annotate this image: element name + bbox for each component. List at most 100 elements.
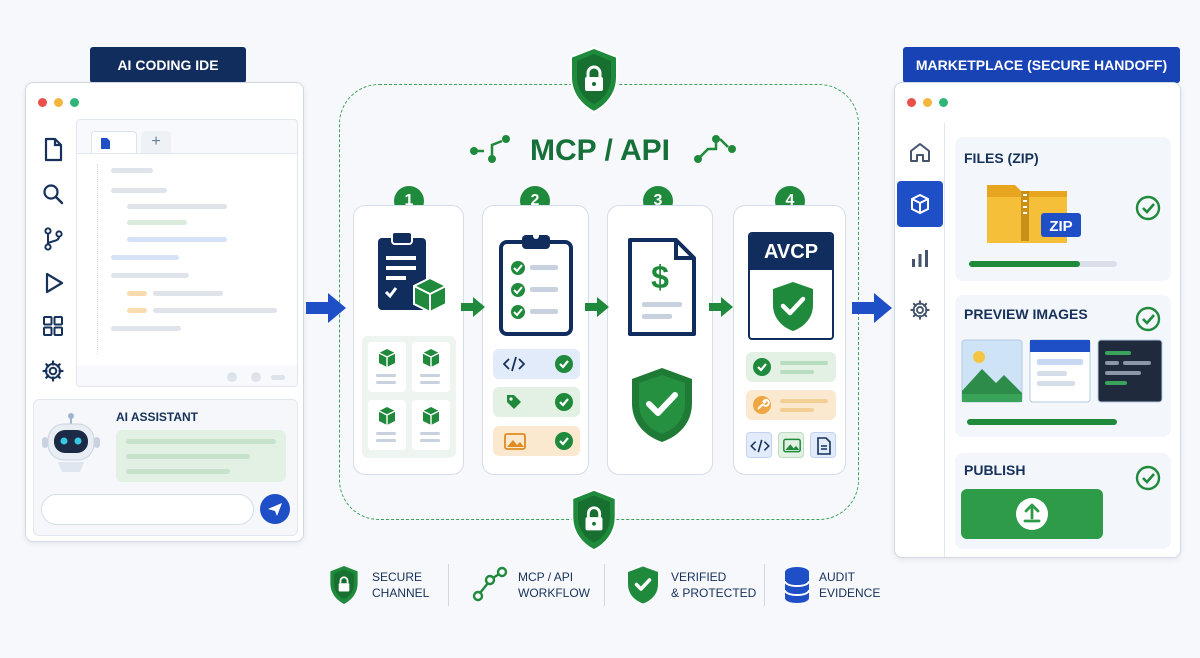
files-title: FILES (ZIP) [964, 150, 1039, 166]
settings-gear-icon[interactable] [41, 359, 65, 383]
ai-assistant-panel: AI ASSISTANT [33, 399, 298, 536]
tile-line [376, 432, 396, 435]
bottom-shield-lock-icon [571, 488, 617, 552]
window-close-dot[interactable] [907, 98, 916, 107]
document-attachment [810, 432, 836, 458]
legend-label-workflow: MCP / API WORKFLOW [518, 570, 590, 600]
extensions-icon[interactable] [41, 314, 65, 338]
upload-icon [1016, 498, 1048, 530]
check-circle-icon [555, 432, 573, 450]
window-minimize-dot[interactable] [54, 98, 63, 107]
search-icon[interactable] [41, 182, 65, 206]
avcp-document: AVCP [748, 232, 834, 340]
shield-check-icon [628, 566, 658, 604]
svg-text:$: $ [651, 259, 669, 295]
row-line [780, 399, 828, 403]
publish-title: PUBLISH [964, 462, 1026, 478]
arrow-flow-to-marketplace [852, 293, 892, 323]
arrow-step-2-3 [585, 297, 609, 317]
file-tab-icon [101, 138, 110, 149]
settings-gear-icon[interactable] [909, 299, 931, 321]
marketplace-sidebar [895, 123, 945, 557]
code-line [127, 220, 187, 225]
send-button[interactable] [260, 494, 290, 524]
preview-check-icon [1135, 306, 1161, 332]
code-line [111, 188, 167, 193]
publish-section: PUBLISH [955, 453, 1171, 549]
package-icon [422, 349, 440, 367]
layout-thumbnail[interactable] [1029, 339, 1091, 403]
tile-line [376, 381, 396, 384]
tag-check-row [493, 387, 580, 417]
assistant-title: AI ASSISTANT [116, 410, 199, 424]
message-line [126, 439, 276, 444]
package-icon [378, 407, 396, 425]
arrow-ide-to-flow [306, 293, 346, 323]
legend-label-audit: AUDIT EVIDENCE [819, 570, 881, 600]
code-line [111, 168, 153, 173]
attachment-icons-row [746, 430, 836, 462]
file-icon[interactable] [41, 137, 65, 163]
files-section: FILES (ZIP) ZIP [955, 137, 1171, 281]
check-circle-icon [555, 393, 573, 411]
window-maximize-dot[interactable] [939, 98, 948, 107]
arrow-step-1-2 [461, 297, 485, 317]
home-icon[interactable] [909, 141, 931, 163]
tile-line [420, 439, 440, 442]
step-card-package [353, 205, 464, 475]
editor-tab-add[interactable]: + [141, 131, 171, 153]
publish-button[interactable] [961, 489, 1103, 539]
zip-folder-icon: ZIP [987, 185, 1081, 243]
legend-label-secure-channel: SECURE CHANNEL [372, 570, 430, 600]
status-dot [227, 372, 237, 382]
shield-lock-icon [570, 46, 618, 114]
publish-check-icon [1135, 465, 1161, 491]
check-circle-icon [555, 355, 573, 373]
ide-title: AI CODING IDE [117, 57, 219, 73]
workflow-left-icon [470, 135, 510, 163]
code-line [127, 291, 147, 296]
add-tab-label: + [151, 133, 161, 150]
package-grid [362, 336, 456, 458]
preview-progress-bar [967, 419, 1117, 425]
code-line [153, 291, 223, 296]
marketplace-title-tag: MARKETPLACE (SECURE HANDOFF) [903, 47, 1180, 83]
run-icon[interactable] [43, 271, 65, 295]
shield-check-icon [632, 368, 692, 442]
image-check-row [493, 426, 580, 456]
code-line [127, 237, 227, 242]
assistant-input[interactable] [41, 494, 254, 525]
row-line [780, 361, 828, 365]
editor-tab-active[interactable] [91, 131, 137, 153]
code-panel[interactable] [77, 153, 297, 365]
ide-window: + AI ASSISTANT [25, 82, 304, 542]
legend-divider [764, 564, 765, 606]
invoice-dollar-icon: $ [628, 238, 696, 336]
image-attachment [778, 432, 804, 458]
avcp-label: AVCP [763, 240, 819, 263]
window-maximize-dot[interactable] [70, 98, 79, 107]
status-dot [251, 372, 261, 382]
window-minimize-dot[interactable] [923, 98, 932, 107]
landscape-thumbnail[interactable] [961, 339, 1023, 403]
send-icon [268, 503, 282, 516]
wrench-row [746, 390, 836, 420]
legend-divider [448, 564, 449, 606]
tile-line [376, 374, 396, 377]
analytics-icon[interactable] [910, 248, 930, 268]
legend-divider [604, 564, 605, 606]
source-control-icon[interactable] [41, 226, 65, 252]
wrench-icon [753, 396, 771, 414]
code-thumbnail[interactable] [1097, 339, 1163, 403]
sidebar-item-packages[interactable] [897, 181, 943, 227]
step-card-payment: $ [607, 205, 713, 475]
tile-line [376, 439, 396, 442]
image-icon [504, 433, 526, 450]
code-attachment [746, 432, 772, 458]
code-icon [503, 356, 525, 372]
row-line [780, 408, 814, 412]
window-close-dot[interactable] [38, 98, 47, 107]
assistant-message [116, 430, 286, 482]
workflow-right-icon [694, 135, 736, 163]
package-icon [911, 193, 929, 215]
